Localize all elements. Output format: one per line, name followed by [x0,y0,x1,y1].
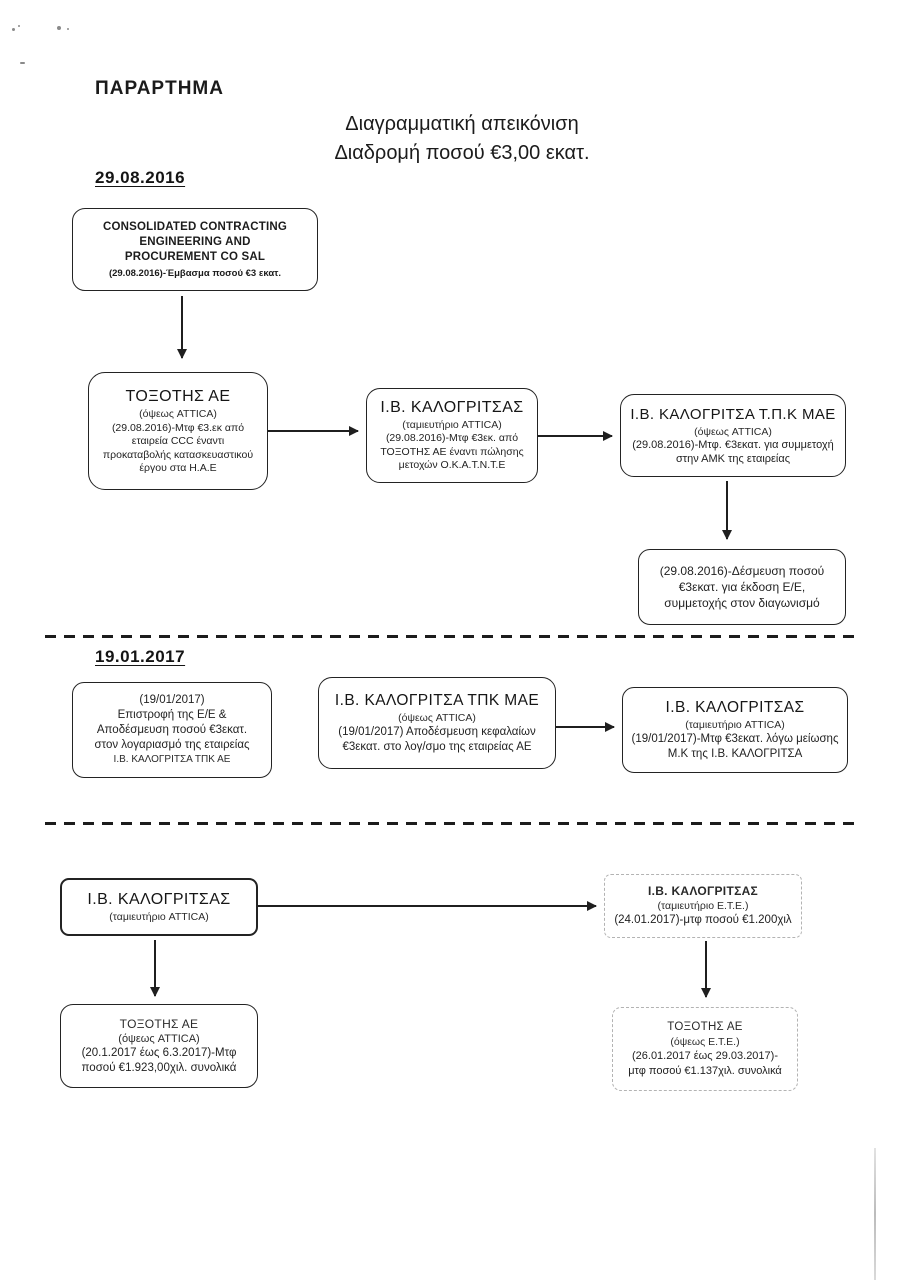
node-tpk-mae-2016-subtitle: (όψεως ATTICA) [694,426,772,438]
node-kalogritsas-ete-title: Ι.Β. ΚΑΛΟΓΡΙΤΣΑΣ [647,884,759,898]
arrow-kalogritsas-to-tpkmae [538,435,612,437]
diagram-title: Διαγραμματική απεικόνιση Διαδρομή ποσού … [272,110,652,168]
node-kalogritsas-attica-subtitle: (ταμιευτήριο ATTICA) [109,911,209,923]
node-toxotis-attica-subtitle: (όψεως ATTICA) [118,1032,200,1045]
node-epistrofi-line5: Ι.Β. ΚΑΛΟΓΡΙΤΣΑ ΤΠΚ ΑΕ [113,754,231,765]
node-toxotis-attica-body2: ποσού €1.923,00χιλ. συνολικά [81,1061,237,1074]
node-tpk-mae-2016-title: Ι.Β. ΚΑΛΟΓΡΙΤΣΑ Τ.Π.Κ ΜΑΕ [630,406,836,423]
section-separator-2 [45,822,860,825]
scan-speck [57,26,61,30]
scan-speck [67,28,69,30]
node-kalogritsas-2017: Ι.Β. ΚΑΛΟΓΡΙΤΣΑΣ (ταμιευτήριο ATTICA) (1… [622,687,848,773]
section1-date-heading: 29.08.2016 [95,168,186,187]
node-ccc: CONSOLIDATED CONTRACTING ENGINEERING AND… [72,208,318,291]
arrow-ccc-to-toxotis [181,296,183,358]
node-desmeusi: (29.08.2016)-Δέσμευση ποσού €3εκατ. για … [638,549,846,625]
node-toxotis-2016: ΤΟΞΟΤΗΣ ΑΕ (όψεως ATTICA) (29.08.2016)-Μ… [88,372,268,490]
node-ccc-note: (29.08.2016)-Έμβασμα ποσού €3 εκατ. [108,267,282,279]
node-tpk-mae-2017-body: (19/01/2017) Αποδέσμευση κεφαλαίων €3εκα… [338,726,536,753]
node-ccc-line3: PROCUREMENT CO SAL [124,250,266,263]
arrow-tpkmae-to-desmeusi [726,481,728,539]
node-kalogritsas-ete: Ι.Β. ΚΑΛΟΓΡΙΤΣΑΣ (ταμιευτήριο Ε.Τ.Ε.) (2… [604,874,802,938]
node-kalogritsas-attica-title: Ι.Β. ΚΑΛΟΓΡΙΤΣΑΣ [87,891,231,908]
node-toxotis-attica: ΤΟΞΟΤΗΣ ΑΕ (όψεως ATTICA) (20.1.2017 έως… [60,1004,258,1088]
node-tpk-mae-2016-body: (29.08.2016)-Μτφ. €3εκατ. για συμμετοχή … [632,439,834,465]
arrow-ete-to-toxotis-ete [705,941,707,997]
section2-date-heading: 19.01.2017 [95,647,186,666]
node-toxotis-2016-subtitle: (όψεως ATTICA) [139,407,217,420]
node-ccc-line2: ENGINEERING AND [139,235,251,248]
node-kalogritsas-2016-subtitle: (ταμιευτήριο ATTICA) [402,419,502,432]
node-toxotis-ete-subtitle: (όψεως Ε.Τ.Ε.) [670,1035,740,1048]
diagram-title-line1: Διαγραμματική απεικόνιση [345,113,579,135]
node-epistrofi-line2: Επιστροφή της Ε/Ε & [117,709,227,721]
arrow-toxotis-to-kalogritsas [268,430,358,432]
node-toxotis-ete-body2: μτφ ποσού €1.137χιλ. συνολικά [628,1064,782,1077]
node-epistrofi-line1: (19/01/2017) [139,694,205,706]
node-desmeusi-body: (29.08.2016)-Δέσμευση ποσού €3εκατ. για … [659,564,825,610]
node-epistrofi: (19/01/2017) Επιστροφή της Ε/Ε & Αποδέσμ… [72,682,272,778]
node-kalogritsas-2017-body: (19/01/2017)-Μτφ €3εκατ. λόγω μείωσης Μ.… [631,733,839,760]
node-kalogritsas-2016-body: (29.08.2016)-Μτφ €3εκ. από ΤΟΞΟΤΗΣ ΑΕ έν… [380,432,524,472]
node-epistrofi-line4: στον λογαριασμό της εταιρείας [94,739,250,751]
node-toxotis-ete-body1: (26.01.2017 έως 29.03.2017)- [631,1049,778,1062]
node-toxotis-attica-body1: (20.1.2017 έως 6.3.2017)-Μτφ [81,1046,237,1059]
node-toxotis-2016-body: (29.08.2016)-Μτφ €3.εκ από εταιρεία CCC … [102,421,254,475]
arrow-tpkmae-to-kalogritsas-2017 [556,726,614,728]
node-tpk-mae-2017-subtitle: (όψεως ATTICA) [398,712,476,724]
scan-speck [12,28,15,31]
node-kalogritsas-ete-subtitle: (ταμιευτήριο Ε.Τ.Ε.) [657,900,749,912]
arrow-attica-to-ete [258,905,596,907]
node-tpk-mae-2016: Ι.Β. ΚΑΛΟΓΡΙΤΣΑ Τ.Π.Κ ΜΑΕ (όψεως ATTICA)… [620,394,846,477]
arrow-attica-to-toxotis-attica [154,940,156,996]
node-kalogritsas-2016: Ι.Β. ΚΑΛΟΓΡΙΤΣΑΣ (ταμιευτήριο ATTICA) (2… [366,388,538,483]
node-kalogritsas-ete-body: (24.01.2017)-μτφ ποσού €1.200χιλ [614,914,792,926]
node-toxotis-ete-title: ΤΟΞΟΤΗΣ ΑΕ [667,1020,743,1033]
node-tpk-mae-2017: Ι.Β. ΚΑΛΟΓΡΙΤΣΑ ΤΠΚ ΜΑΕ (όψεως ATTICA) (… [318,677,556,769]
node-tpk-mae-2017-title: Ι.Β. ΚΑΛΟΓΡΙΤΣΑ ΤΠΚ ΜΑΕ [334,692,540,709]
node-kalogritsas-2017-title: Ι.Β. ΚΑΛΟΓΡΙΤΣΑΣ [665,699,805,716]
node-kalogritsas-2017-subtitle: (ταμιευτήριο ATTICA) [685,719,785,731]
scan-speck [18,25,20,27]
node-ccc-line1: CONSOLIDATED CONTRACTING [102,220,288,233]
node-kalogritsas-2016-title: Ι.Β. ΚΑΛΟΓΡΙΤΣΑΣ [380,399,524,417]
node-epistrofi-line3: Αποδέσμευση ποσού €3εκατ. [96,724,248,736]
scan-artifact-line [874,1148,876,1280]
node-toxotis-ete: ΤΟΞΟΤΗΣ ΑΕ (όψεως Ε.Τ.Ε.) (26.01.2017 έω… [612,1007,798,1091]
appendix-heading: ΠΑΡΑΡΤΗΜΑ [95,78,224,99]
diagram-title-line2: Διαδρομή ποσού €3,00 εκατ. [334,142,590,164]
node-kalogritsas-attica: Ι.Β. ΚΑΛΟΓΡΙΤΣΑΣ (ταμιευτήριο ATTICA) [60,878,258,936]
scan-speck [20,62,25,64]
section-separator-1 [45,635,860,638]
node-toxotis-attica-title: ΤΟΞΟΤΗΣ ΑΕ [119,1016,199,1031]
node-toxotis-2016-title: ΤΟΞΟΤΗΣ ΑΕ [125,387,231,405]
